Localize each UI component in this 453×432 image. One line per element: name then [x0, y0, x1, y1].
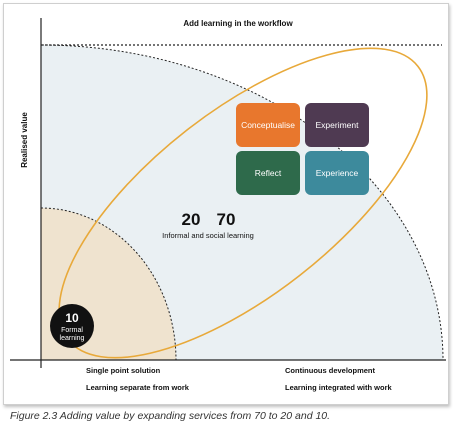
bottom-left-line2: Learning separate from work: [86, 383, 190, 392]
box-experience-label: Experience: [316, 168, 359, 178]
box-experiment: [305, 103, 369, 147]
box-reflect-label: Reflect: [255, 168, 282, 178]
circle-line2: learning: [60, 335, 85, 342]
bottom-right-line1: Continuous development: [285, 366, 376, 375]
bottom-right-line2: Learning integrated with work: [285, 383, 393, 392]
box-conceptualise: [236, 103, 300, 147]
figure-caption: Figure 2.3 Adding value by expanding ser…: [10, 410, 331, 422]
circle-line1: Formal: [61, 327, 83, 334]
circle-number: 10: [65, 311, 79, 325]
informal-label: Informal and social learning: [162, 231, 254, 240]
box-experiment-label: Experiment: [316, 120, 360, 130]
box-reflect: [236, 151, 300, 195]
percent-20: 20: [182, 210, 201, 229]
formal-learning-circle: [50, 304, 94, 348]
bottom-left-line1: Single point solution: [86, 366, 161, 375]
percent-70: 70: [217, 210, 236, 229]
y-axis-label: Realised value: [20, 112, 29, 168]
diagram-title: Add learning in the workflow: [183, 19, 293, 28]
box-experience: [305, 151, 369, 195]
box-conceptualise-label: Conceptualise: [241, 120, 295, 130]
